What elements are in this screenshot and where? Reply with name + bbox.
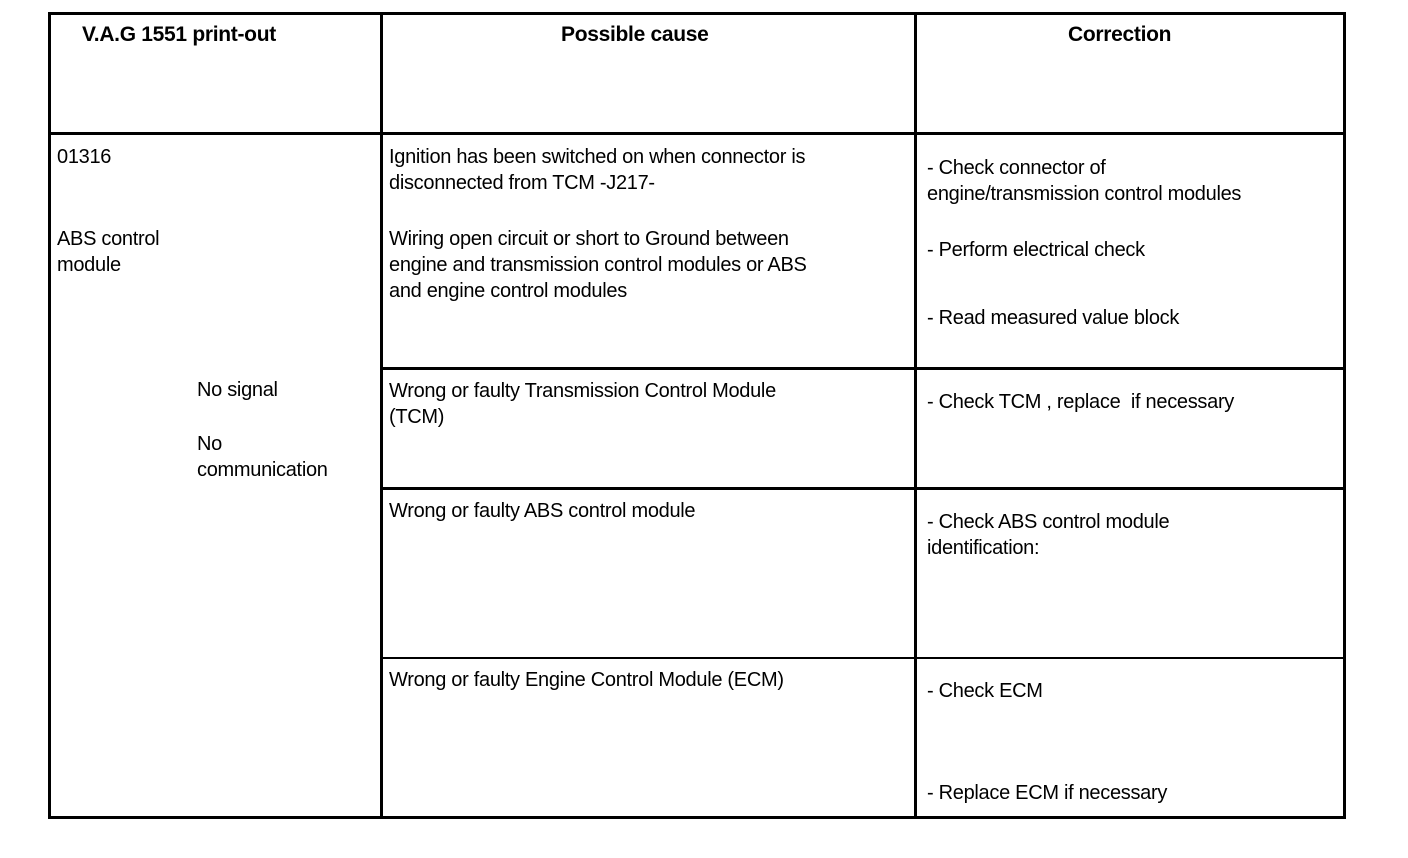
component-name-line2: module: [57, 254, 121, 276]
correction-row1-line4: - Read measured value block: [927, 307, 1180, 329]
correction-row3-line1: - Check ABS control module: [927, 511, 1170, 533]
cause-row2-line1: Wrong or faulty Transmission Control Mod…: [389, 380, 776, 402]
fault-status-no-signal: No signal: [197, 379, 278, 401]
row-divider-3: [380, 657, 1346, 659]
cause-row1-line1: Ignition has been switched on when conne…: [389, 146, 806, 168]
correction-row2-line1: - Check TCM , replace if necessary: [927, 391, 1235, 413]
table-border-right: [1343, 12, 1346, 819]
header-possible-cause: Possible cause: [561, 23, 709, 46]
component-name-line1: ABS control: [57, 228, 160, 250]
fault-status-no-communication-line2: communication: [197, 459, 328, 481]
cause-row1-line2: disconnected from TCM -J217-: [389, 172, 655, 194]
table-border-left: [48, 12, 51, 819]
header-divider: [48, 132, 1346, 135]
table-border-top: [48, 12, 1346, 15]
header-printout: V.A.G 1551 print-out: [82, 23, 276, 46]
cause-row2-line2: (TCM): [389, 406, 445, 428]
correction-row3-line2: identification:: [927, 537, 1040, 559]
column-divider-2: [914, 12, 917, 819]
cause-row1-line4: engine and transmission control modules …: [389, 254, 807, 276]
table-border-bottom: [48, 816, 1346, 819]
correction-row1-line1: - Check connector of: [927, 157, 1106, 179]
cause-row3-line1: Wrong or faulty ABS control module: [389, 500, 696, 522]
cause-row4-line1: Wrong or faulty Engine Control Module (E…: [389, 669, 784, 691]
correction-row1-line2: engine/transmission control modules: [927, 183, 1242, 205]
correction-row1-line3: - Perform electrical check: [927, 239, 1145, 261]
row-divider-2: [380, 487, 1346, 490]
row-divider-1: [380, 367, 1346, 370]
fault-code: 01316: [57, 146, 112, 168]
cause-row1-line3: Wiring open circuit or short to Ground b…: [389, 228, 789, 250]
column-divider-1: [380, 12, 383, 819]
correction-row4-line1: - Check ECM: [927, 680, 1043, 702]
correction-row4-line2: - Replace ECM if necessary: [927, 782, 1168, 804]
fault-status-no-communication-line1: No: [197, 433, 222, 455]
header-correction: Correction: [1068, 23, 1172, 46]
cause-row1-line5: and engine control modules: [389, 280, 627, 302]
